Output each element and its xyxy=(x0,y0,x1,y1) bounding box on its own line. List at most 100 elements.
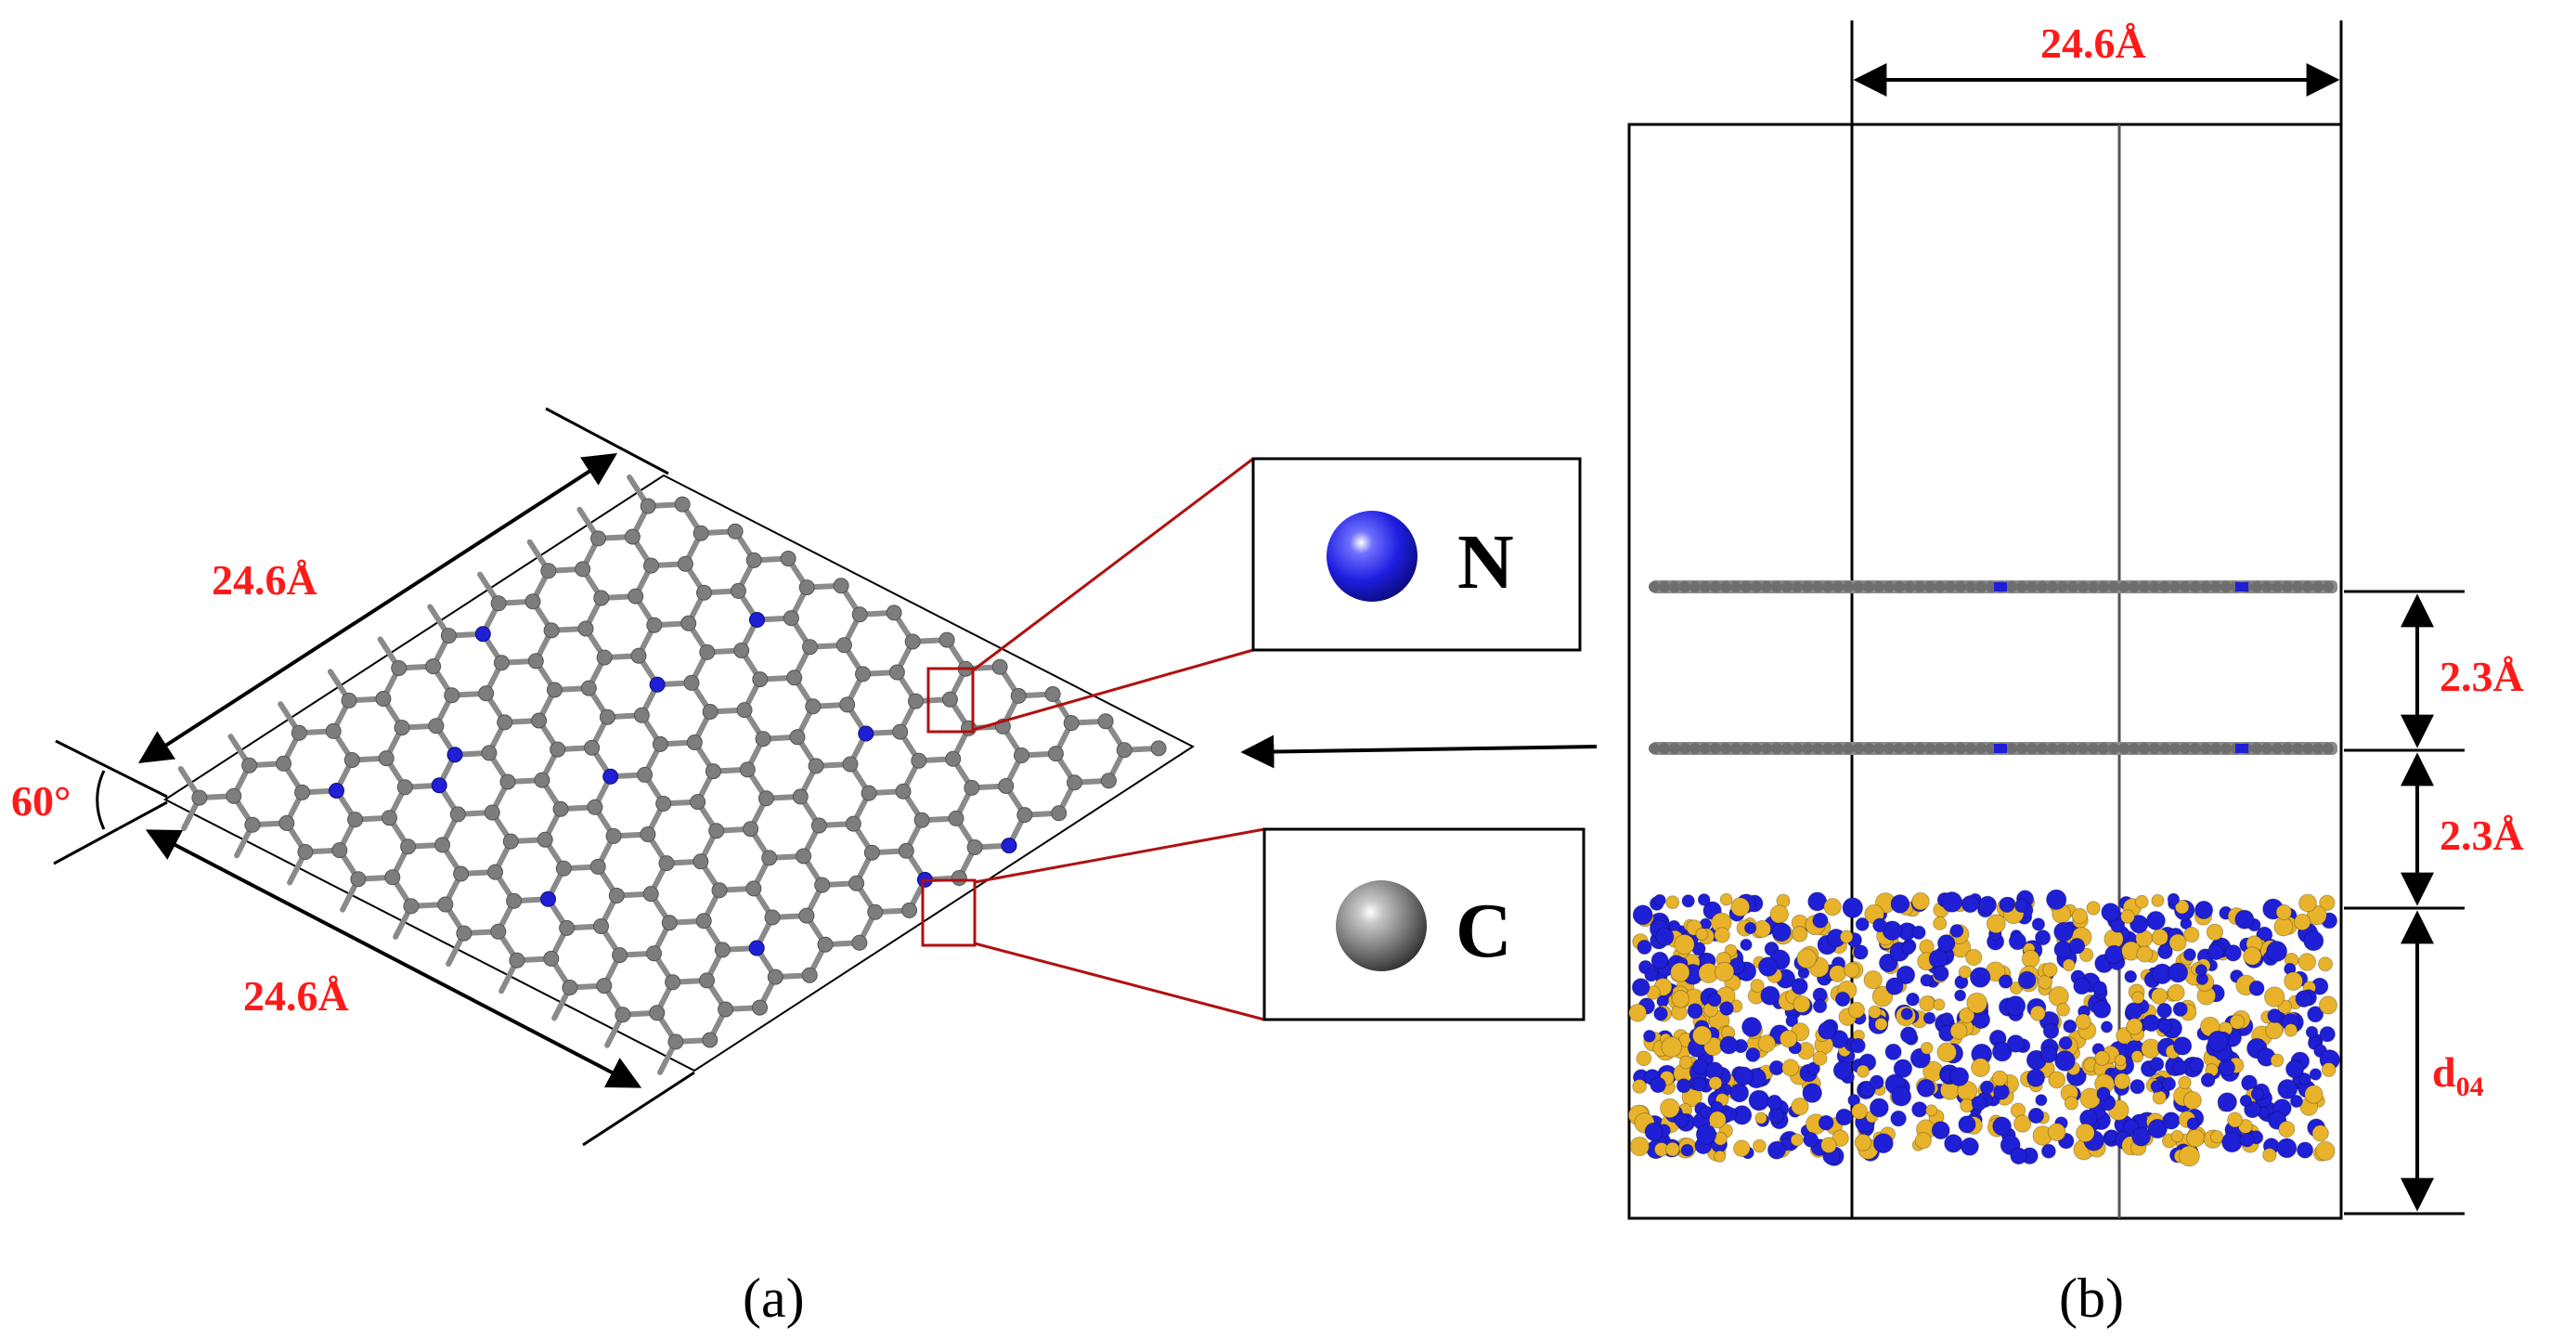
slab-atom xyxy=(1916,1078,1935,1098)
slab-atom xyxy=(2150,1080,2164,1093)
slab-atom xyxy=(2013,1114,2032,1133)
layer-atom xyxy=(2108,581,2119,592)
slab-atom xyxy=(1868,1005,1882,1020)
slab-atom xyxy=(1854,1133,1872,1151)
carbon-atom xyxy=(658,855,675,872)
slab-atom xyxy=(2319,1026,2336,1043)
layer-atom xyxy=(1863,581,1874,592)
slab-atom xyxy=(2250,1086,2265,1101)
slab-atom xyxy=(1920,973,1934,987)
carbon-atom xyxy=(792,788,809,805)
slab-atom xyxy=(2114,1072,2131,1090)
slab-atom xyxy=(1872,1133,1894,1154)
carbon-atom xyxy=(705,763,721,780)
carbon-atom xyxy=(789,729,806,746)
slab-atom xyxy=(2027,1107,2045,1124)
layer-atom xyxy=(2282,581,2293,592)
slab-atom xyxy=(2151,929,2169,946)
slab-atom xyxy=(1823,898,1842,916)
carbon-atom xyxy=(343,752,360,768)
slab-atom xyxy=(2125,1002,2143,1020)
slab-atom xyxy=(1901,941,1915,956)
layer-atom xyxy=(1659,743,1670,754)
slab-atom xyxy=(1949,924,1964,938)
nitrogen-atom xyxy=(649,676,666,693)
carbon-atom xyxy=(736,702,753,719)
layer-atom xyxy=(2302,581,2313,592)
slab-atom xyxy=(1681,894,1695,908)
slab-atom xyxy=(2266,941,2288,962)
slab-atom xyxy=(1914,1132,1933,1150)
layer-atom xyxy=(1649,743,1660,754)
layer-atom xyxy=(2190,581,2201,592)
carbon-atom xyxy=(493,655,510,671)
layer-atom xyxy=(1720,743,1731,754)
slab-atom xyxy=(1802,1083,1822,1103)
slab-atom xyxy=(2270,1053,2285,1068)
slab-atom xyxy=(2130,1050,2144,1063)
carbon-atom xyxy=(702,704,718,720)
slab-atom xyxy=(1779,1030,1798,1048)
carbon-atom xyxy=(948,810,964,826)
slab-atom xyxy=(1714,927,1730,943)
slab-atom xyxy=(2200,1072,2216,1088)
layer-atom xyxy=(2220,743,2232,754)
slab-atom xyxy=(2151,987,2168,1005)
carbon-atom xyxy=(577,620,594,637)
slab-atom xyxy=(2284,971,2304,991)
carbon-atom xyxy=(437,896,454,913)
slab-atom xyxy=(2172,1001,2188,1018)
slab-atom xyxy=(1839,930,1854,944)
carbon-atom xyxy=(1010,687,1027,704)
slab-atom xyxy=(1730,897,1751,917)
slab-atom xyxy=(2124,969,2138,983)
slab-atom xyxy=(1851,1102,1869,1120)
carbon-atom xyxy=(665,974,681,991)
layer-atom xyxy=(2098,581,2109,592)
relation-arrow xyxy=(1240,734,1598,769)
layer-atom xyxy=(1741,581,1752,592)
slab-atom xyxy=(2058,1035,2073,1050)
carbon-atom xyxy=(543,622,560,639)
layer-atom xyxy=(1679,743,1690,754)
layer-atom xyxy=(1894,581,1905,592)
carbon-atom xyxy=(752,999,768,1016)
slab-atom xyxy=(2297,1141,2314,1159)
nitrogen-atom xyxy=(1001,838,1017,854)
carbon-atom xyxy=(895,783,912,800)
slab-atom xyxy=(1644,1122,1663,1141)
slab-atom xyxy=(2234,909,2255,930)
layer-atom xyxy=(1802,743,1813,754)
slab-atom xyxy=(2029,1005,2046,1021)
slab-atom xyxy=(2129,1079,2145,1095)
carbon-atom xyxy=(241,757,258,774)
slab-atom xyxy=(1708,1111,1727,1129)
slab-atom xyxy=(2096,1086,2111,1101)
carbon-atom xyxy=(798,907,815,924)
slab-atom xyxy=(2194,900,2214,920)
slab-atom xyxy=(2278,1121,2296,1138)
gap-label-upper: 2.3Å xyxy=(2440,653,2524,700)
layer-atom xyxy=(2149,581,2160,592)
slab-atom xyxy=(1911,1101,1928,1118)
slab-atom xyxy=(2162,1112,2181,1130)
callout-line-c-2 xyxy=(974,942,1265,1021)
carbon-atom xyxy=(497,714,513,731)
layer-atom xyxy=(2190,743,2201,754)
slab-atom xyxy=(2134,894,2149,909)
caption-a: (a) xyxy=(743,1268,805,1329)
slab-atom xyxy=(1931,1121,1950,1140)
carbon-atom xyxy=(842,756,859,773)
slab-atom xyxy=(2276,1138,2298,1159)
slab-atom xyxy=(1793,994,1811,1013)
nitrogen-atom xyxy=(447,747,463,763)
layer-atom xyxy=(2016,581,2027,592)
slab-atom xyxy=(1919,995,1935,1012)
carbon-atom xyxy=(767,968,783,985)
layer-atom xyxy=(2098,743,2109,754)
slab-atom xyxy=(1893,1059,1913,1078)
slab-atom xyxy=(1700,1105,1714,1119)
slab-atom xyxy=(2131,991,2145,1005)
slab-atom xyxy=(2062,958,2076,972)
carbon-atom xyxy=(690,794,706,811)
